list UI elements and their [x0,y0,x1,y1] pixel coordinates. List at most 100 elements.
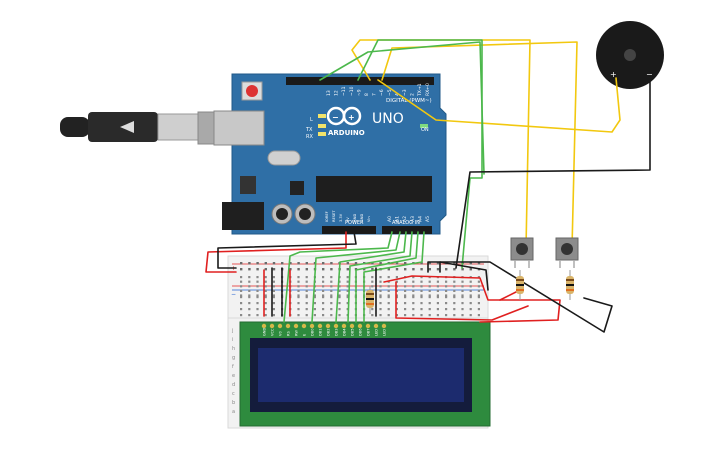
lcd-screen [258,348,464,402]
analog-pin-label: A1 [395,216,401,222]
analog-pin-label: A3 [410,216,416,222]
lcd-pin [333,323,339,329]
lcd-pin [349,323,355,329]
buzzer-minus-label: − [646,70,653,79]
svg-text:−: − [332,113,339,122]
rail-minus-label: − [231,291,236,298]
arduino-uno: − + ARDUINO UNO ON DIGITAL (PWM~) POWER … [213,73,447,235]
analog-pin-label: A0 [387,216,393,222]
wire-yellow-3 [377,77,621,133]
lcd-pin [301,323,307,329]
power-jack [222,202,264,230]
analog-header [382,226,432,234]
arduino-logo-icon: − + [326,106,362,126]
power-pin-label: RESET [332,210,336,222]
rx-label: RX [306,134,313,140]
digital-pin-label: RX←0 [425,83,431,96]
wire-yellow-1 [351,39,531,249]
lcd-pin [381,323,387,329]
lcd-pin-label: LED [383,329,387,336]
digital-pin-label: 7 [372,93,378,96]
lcd-pin [293,323,299,329]
power-pin-label: Vin [367,216,371,222]
lcd-pin [341,323,347,329]
wire-green-2 [319,41,485,175]
power-pin-label: GND [360,214,364,222]
digital-pin-label: 2 [410,93,416,96]
lcd-pin [277,323,283,329]
row-letter: d [232,382,235,388]
lcd-pin [365,323,371,329]
power-pin-label: 5V [346,217,350,222]
digital-header [286,77,434,85]
lcd-pin-label: V0 [279,331,283,336]
pushbutton-1 [510,237,534,268]
usb-cable [60,111,235,145]
brand-label: ARDUINO [328,129,365,137]
lcd-pin-label: DB1 [319,328,323,336]
svg-text:+: + [348,113,355,122]
breadboard-holes [240,262,481,317]
row-letter: h [232,346,235,352]
buzzer-plus-label: + [610,70,617,79]
piezo-buzzer: + − [596,21,664,89]
row-letter: i [232,337,233,343]
usb-port [213,110,265,146]
digital-pin-label: 4 [394,93,400,96]
row-letter: b [232,400,235,406]
digital-pin-label: TX→1 [417,83,423,97]
tx-label: TX [305,127,313,133]
wire-yellow-2 [381,41,578,249]
lcd-pin-label: VCC [271,328,275,336]
lcd-pin [325,323,331,329]
power-pin-label: GND [353,214,357,222]
digital-pin-label: 12 [334,90,340,96]
l-label: L [310,117,313,123]
wire-red-5v [205,231,347,273]
wire-black-buzzer [455,77,651,269]
row-letter: f [232,364,234,370]
lcd-pins [261,323,387,329]
lcd-pin-label: GND [263,328,267,336]
digital-pin-label: ~10 [349,86,355,96]
pushbutton-2 [555,237,579,268]
usb-icon [120,121,134,133]
digital-pin-label: ~9 [356,89,362,96]
lcd-pin-label: DB5 [351,328,355,336]
lcd-pin-label: RS [287,331,291,336]
power-label: POWER [345,220,364,226]
power-header [322,226,376,234]
digital-pin-label: ~11 [341,86,347,96]
lcd-pin [373,323,379,329]
analog-pin-label: A2 [402,216,408,222]
digital-pin-label: 8 [364,93,370,96]
lcd-pin-label: DB6 [359,328,363,336]
lcd-pin-label: DB3 [335,328,339,336]
row-letter: j [231,328,233,334]
analog-pin-label: A4 [417,216,423,222]
resistor-3 [366,286,374,314]
power-pin-label: IOREF [325,211,329,222]
lcd-pin [309,323,315,329]
lcd-pin-label: E [303,333,307,336]
on-label: ON [421,127,429,133]
analog-pin-label: A5 [425,216,431,222]
lcd-pin-label: RW [295,330,299,336]
lcd-pin-label: LED [375,329,379,336]
lcd-pin-label: DB2 [327,328,331,336]
lcd-pin [261,323,267,329]
row-letter: c [232,391,235,397]
digital-pin-label: ~6 [379,89,385,96]
digital-pin-label: ~3 [402,89,408,96]
lcd-pin [317,323,323,329]
row-letter: e [232,373,235,379]
analog-label: ANALOG IN [392,220,420,226]
lcd-pin-label: DB7 [367,328,371,336]
lcd-pin [357,323,363,329]
